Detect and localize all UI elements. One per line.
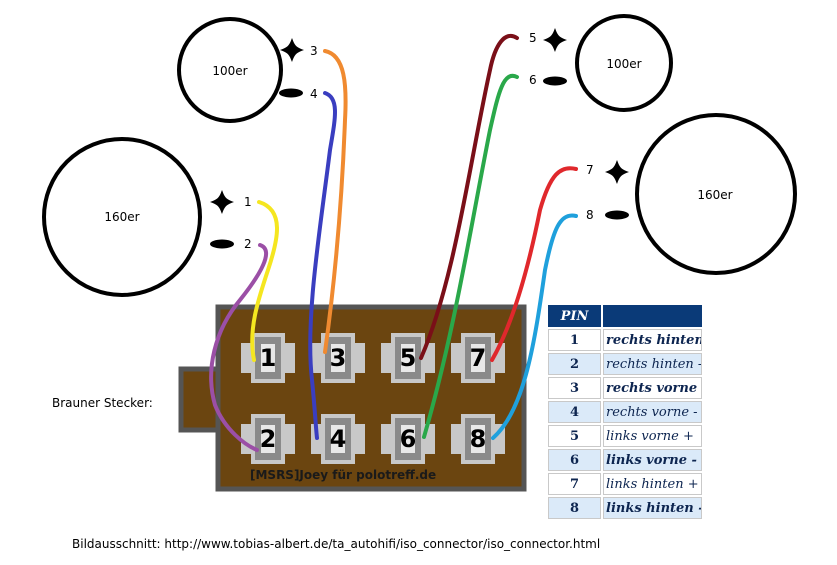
speaker-rear-left: 160er — [605, 113, 797, 275]
speaker-front-right: 100er — [177, 17, 304, 123]
pin-2: 2 — [241, 414, 295, 464]
pin-number: 3 — [330, 344, 347, 372]
speaker-rear-right: 160er — [42, 137, 234, 297]
wire-label-7: 7 — [586, 163, 594, 177]
pin-8: 8 — [451, 414, 505, 464]
speaker-label: 100er — [606, 57, 641, 71]
pin-number: 6 — [400, 425, 417, 453]
pin-description-cell: rechts vorne + — [603, 377, 702, 399]
header-description — [603, 305, 702, 327]
pin-number: 8 — [470, 425, 487, 453]
speaker-label: 160er — [697, 188, 732, 202]
pin-3: 3 — [311, 333, 365, 383]
plus-icon — [543, 28, 567, 52]
speaker-front-left: 100er — [543, 14, 673, 112]
pin-number: 7 — [470, 344, 487, 372]
pin-number-cell: 7 — [548, 473, 601, 495]
wire-label-4: 4 — [310, 87, 318, 101]
minus-icon — [605, 210, 629, 220]
pin-number: 5 — [400, 344, 417, 372]
pin-description-cell: links vorne - — [603, 449, 702, 471]
speaker-circle — [42, 137, 202, 297]
pin-number-cell: 6 — [548, 449, 601, 471]
wire-8 — [491, 213, 578, 440]
wire-label-6: 6 — [529, 73, 537, 87]
plus-icon — [210, 190, 234, 214]
wire-4 — [308, 91, 337, 440]
iso-connector: 1 3 5 7 2 4 6 8 [MSRS]Joey für polotreff… — [178, 304, 527, 492]
source-caption: Bildausschnitt: http://www.tobias-albert… — [72, 537, 601, 551]
pin-description-cell: rechts vorne - — [603, 401, 702, 423]
pin-5: 5 — [381, 333, 435, 383]
wire-1 — [250, 200, 279, 362]
wire-label-8: 8 — [586, 208, 594, 222]
plus-icon — [280, 38, 304, 62]
wire-label-1: 1 — [244, 195, 252, 209]
pin-number-cell: 1 — [548, 329, 601, 351]
pin-number: 4 — [330, 425, 347, 453]
plus-icon — [605, 160, 629, 184]
wire-6 — [422, 73, 519, 439]
pin-1: 1 — [241, 333, 295, 383]
table-header: PIN — [548, 305, 702, 327]
pin-number-cell: 5 — [548, 425, 601, 447]
minus-icon — [210, 239, 234, 249]
pin-description-cell: links hinten + — [603, 473, 702, 495]
pin-number: 1 — [260, 344, 277, 372]
pin-description-cell: rechts hinten + — [603, 329, 702, 351]
pin-7: 7 — [451, 333, 505, 383]
minus-icon — [543, 76, 567, 86]
speaker-circle — [575, 14, 673, 112]
speaker-label: 160er — [104, 210, 139, 224]
pin-6: 6 — [381, 414, 435, 464]
wire-label-5: 5 — [529, 31, 537, 45]
wire-7 — [490, 166, 578, 362]
connector-caption: Brauner Stecker: — [52, 396, 153, 410]
speaker-circle — [177, 17, 283, 123]
wire-2 — [209, 243, 268, 452]
pin-description-cell: rechts hinten - — [603, 353, 702, 375]
minus-icon — [279, 88, 303, 98]
pin-description-cell: links hinten - — [603, 497, 702, 519]
wire-5 — [419, 34, 519, 360]
pin-description-cell: links vorne + — [603, 425, 702, 447]
pin-4: 4 — [311, 414, 365, 464]
pin-number-cell: 4 — [548, 401, 601, 423]
header-pin: PIN — [548, 305, 601, 327]
wires — [209, 34, 578, 452]
wire-3 — [323, 49, 348, 354]
speaker-circle — [635, 113, 797, 275]
wire-label-3: 3 — [310, 44, 318, 58]
pin-number-cell: 3 — [548, 377, 601, 399]
watermark-text: [MSRS]Joey für polotreff.de — [250, 468, 436, 482]
pin-number-cell: 8 — [548, 497, 601, 519]
pin-number: 2 — [260, 425, 277, 453]
speaker-label: 100er — [212, 64, 247, 78]
wire-label-2: 2 — [244, 237, 252, 251]
pin-number-cell: 2 — [548, 353, 601, 375]
